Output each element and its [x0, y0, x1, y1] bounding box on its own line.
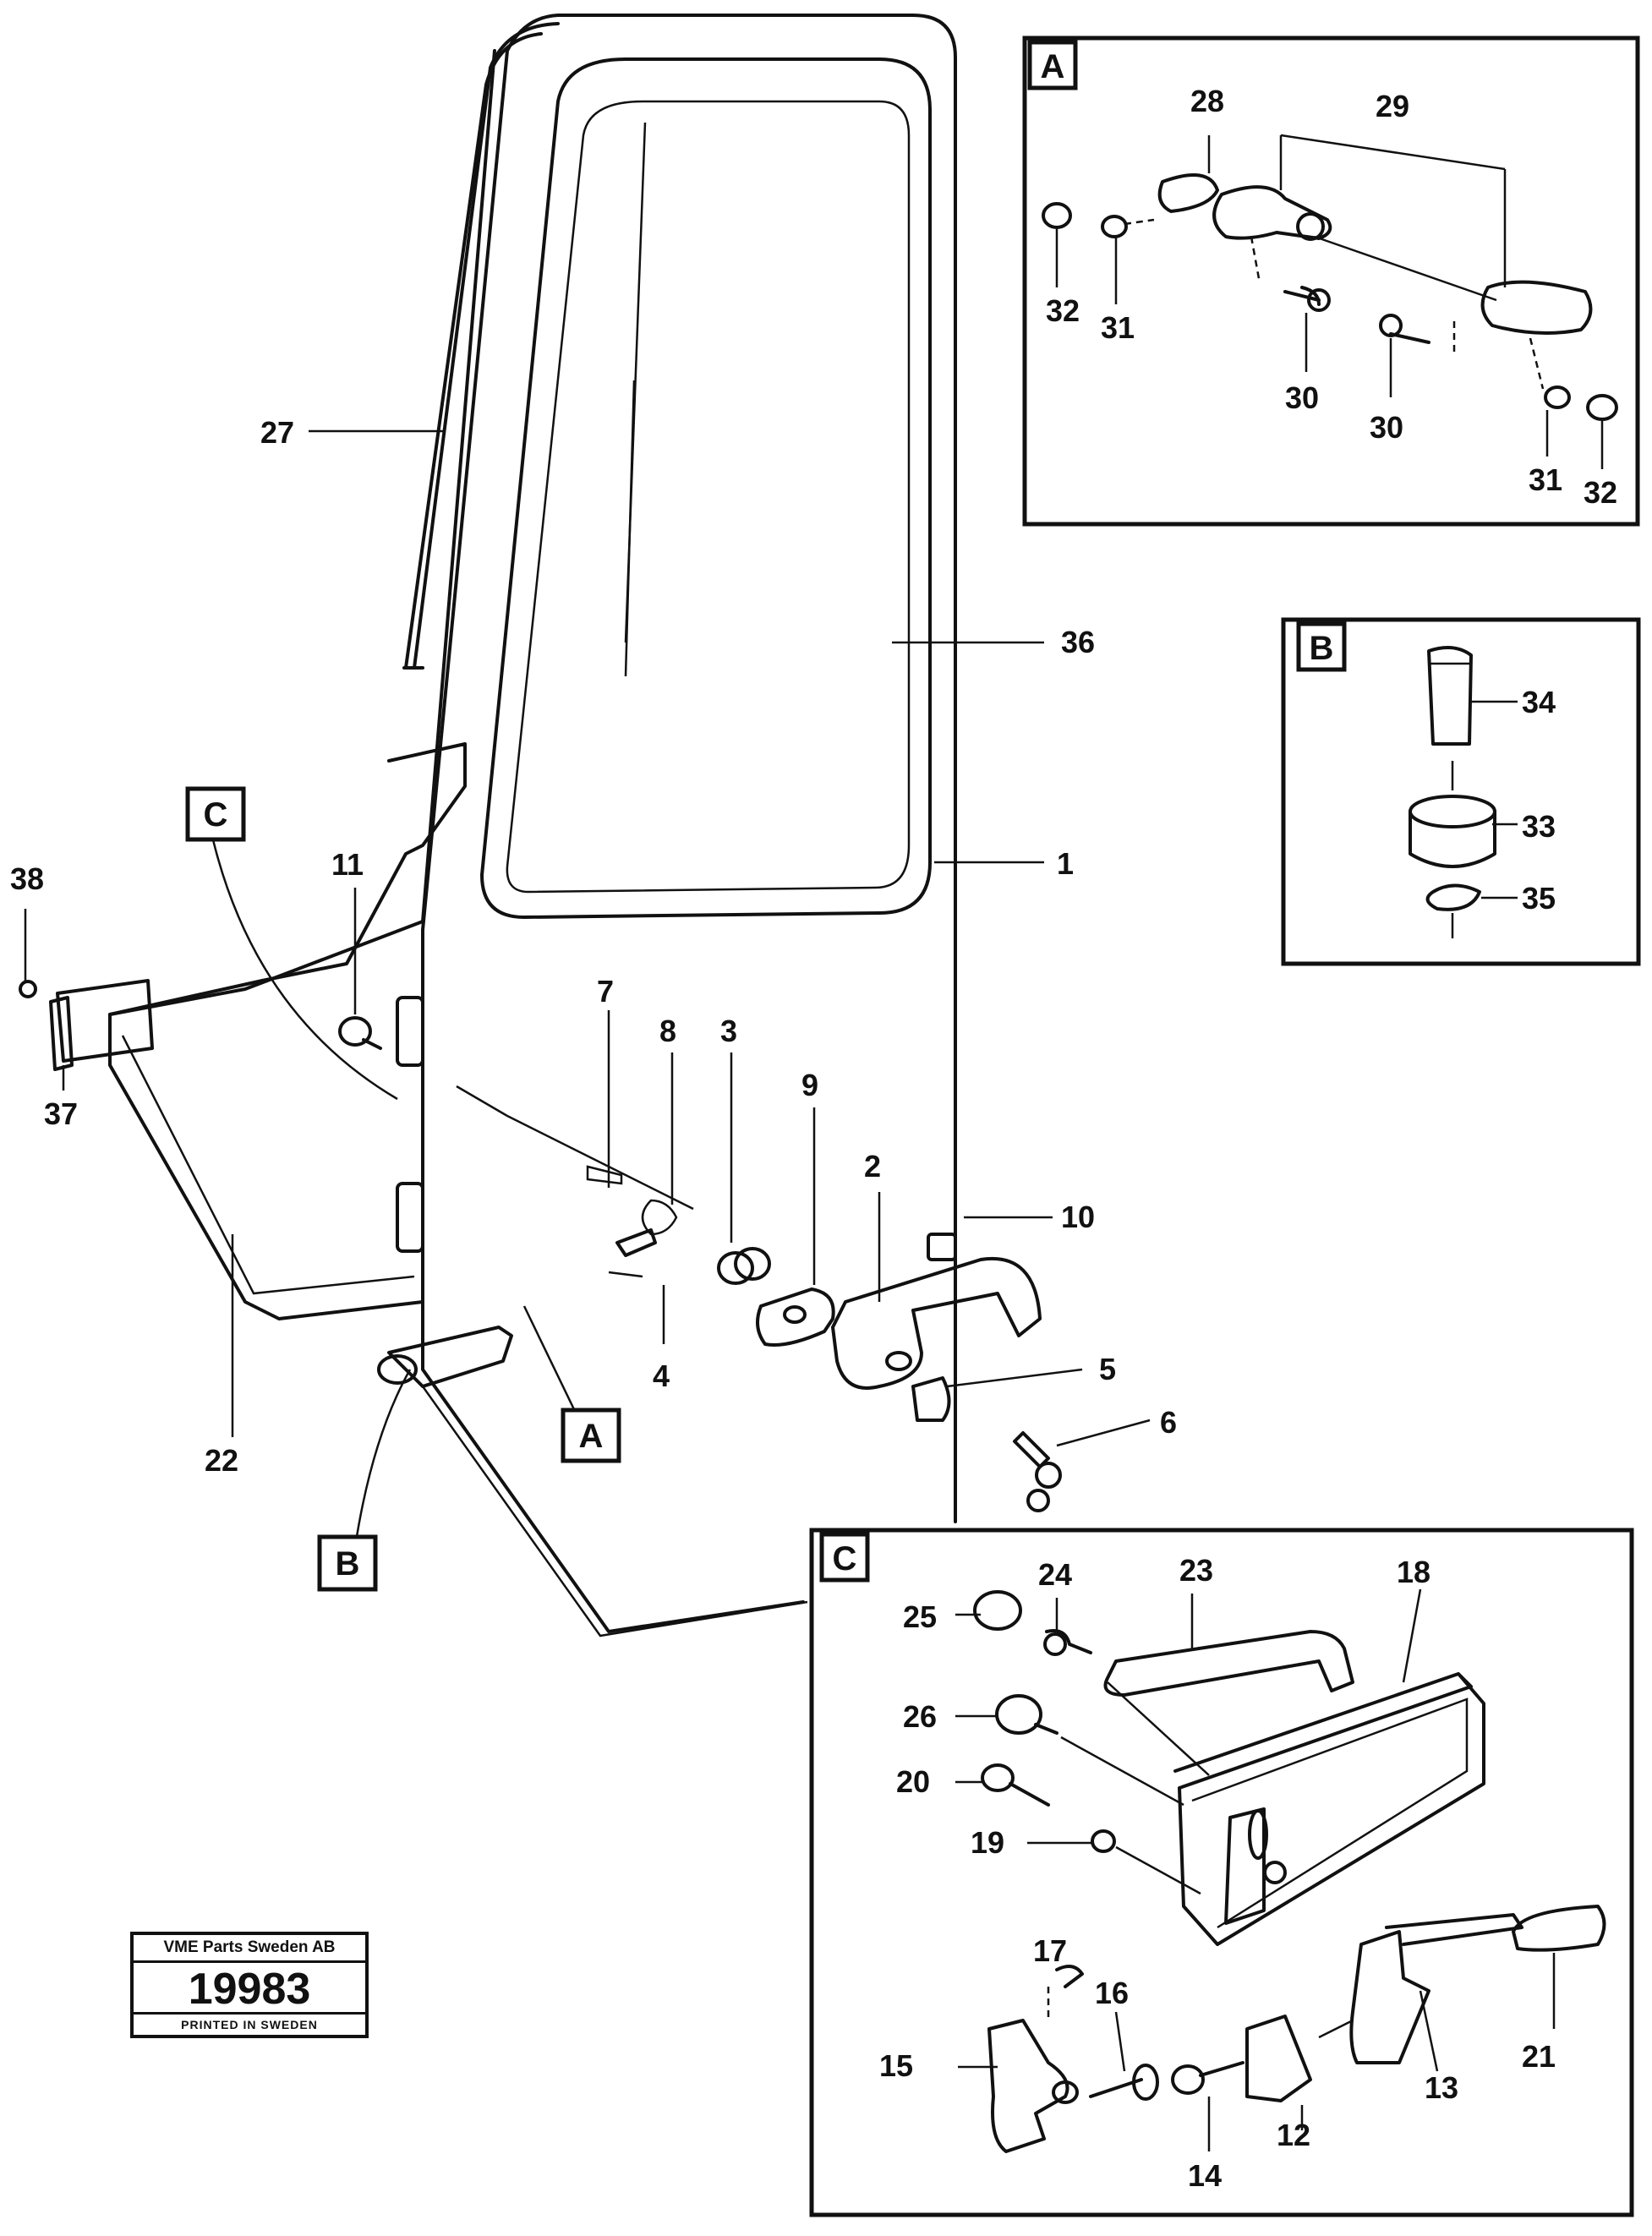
- callout-1: 1: [1057, 846, 1074, 881]
- stamp-printed: PRINTED IN SWEDEN: [134, 2012, 365, 2035]
- callout-6: 6: [1160, 1405, 1177, 1440]
- svg-text:B: B: [336, 1545, 360, 1583]
- callout-33: 33: [1522, 809, 1556, 844]
- callout-9: 9: [801, 1068, 818, 1102]
- tag-b-panel: B: [1296, 621, 1347, 672]
- callout-4: 4: [653, 1359, 670, 1393]
- svg-text:C: C: [833, 1540, 857, 1577]
- callout-26: 26: [903, 1699, 937, 1734]
- callout-30b: 30: [1370, 410, 1403, 445]
- tag-b-pointer: B: [317, 1534, 378, 1592]
- hinge-bracket: [108, 742, 467, 1320]
- detail-b-panel: [1281, 617, 1641, 966]
- callout-34: 34: [1522, 685, 1556, 719]
- callout-32b: 32: [1584, 475, 1617, 510]
- callout-10: 10: [1061, 1200, 1095, 1234]
- svg-text:B: B: [1310, 630, 1334, 667]
- pointer-c-to-panel: [421, 1386, 808, 1637]
- svg-text:C: C: [204, 796, 228, 834]
- door-seal-strip: [402, 22, 560, 670]
- leader-lines: [24, 429, 1151, 1447]
- callout-25: 25: [903, 1599, 937, 1634]
- callout-29: 29: [1376, 89, 1409, 123]
- lower-hinge: [377, 1326, 513, 1388]
- callout-8: 8: [659, 1014, 676, 1048]
- callout-11: 11: [331, 847, 364, 882]
- callout-31b: 31: [1529, 462, 1562, 497]
- tag-c-panel: C: [819, 1532, 870, 1583]
- callout-28: 28: [1190, 84, 1224, 118]
- door-handle-assembly: [456, 1085, 1062, 1512]
- detail-b-parts: [1409, 646, 1518, 938]
- callout-5: 5: [1099, 1352, 1116, 1386]
- callout-21: 21: [1522, 2039, 1556, 2074]
- callout-19: 19: [971, 1825, 1004, 1860]
- callout-27: 27: [260, 415, 294, 450]
- callout-7: 7: [597, 974, 614, 1009]
- tag-a-panel: A: [1027, 40, 1078, 90]
- stamp-number: 19983: [188, 1965, 311, 2014]
- callout-2: 2: [864, 1149, 881, 1184]
- callout-17: 17: [1033, 1933, 1067, 1968]
- callout-31a: 31: [1101, 310, 1135, 345]
- detail-c-parts: [955, 1588, 1606, 2153]
- tag-c-pointer: C: [185, 786, 246, 842]
- callout-22: 22: [205, 1443, 238, 1478]
- cab-door: [421, 14, 957, 1633]
- callout-38: 38: [10, 861, 44, 896]
- rubber-pad: [19, 979, 154, 1071]
- callout-13: 13: [1425, 2070, 1458, 2105]
- callout-30a: 30: [1285, 380, 1319, 415]
- svg-text:A: A: [579, 1418, 604, 1455]
- detail-a-parts: [1042, 134, 1618, 469]
- callout-35: 35: [1522, 881, 1556, 916]
- stamp-company: VME Parts Sweden AB: [134, 1935, 365, 1963]
- detail-c-panel: [809, 1528, 1634, 2217]
- callout-15: 15: [879, 2048, 913, 2083]
- callout-32a: 32: [1046, 293, 1080, 328]
- callout-labels: 1 2 3 4 5 6 7 8 9 10 11 12 13 14 15 16 1…: [10, 84, 1617, 2193]
- door-stop: [338, 1016, 382, 1050]
- callout-36: 36: [1061, 625, 1095, 659]
- callout-18: 18: [1397, 1555, 1430, 1589]
- callout-23: 23: [1179, 1553, 1213, 1588]
- callout-12: 12: [1277, 2118, 1310, 2152]
- callout-16: 16: [1095, 1976, 1129, 2010]
- detail-a-panel: [1022, 36, 1640, 527]
- drawing-number-stamp: VME Parts Sweden AB 19983 PRINTED IN SWE…: [130, 1932, 369, 2038]
- svg-text:A: A: [1041, 48, 1065, 85]
- tag-a-pointer: A: [561, 1408, 621, 1463]
- callout-24: 24: [1038, 1557, 1072, 1592]
- pointer-b: [353, 1369, 412, 1548]
- callout-20: 20: [896, 1764, 930, 1799]
- callout-14: 14: [1188, 2158, 1222, 2193]
- pointer-c-curve: [210, 832, 398, 1101]
- callout-37: 37: [44, 1096, 78, 1131]
- callout-3: 3: [720, 1014, 737, 1048]
